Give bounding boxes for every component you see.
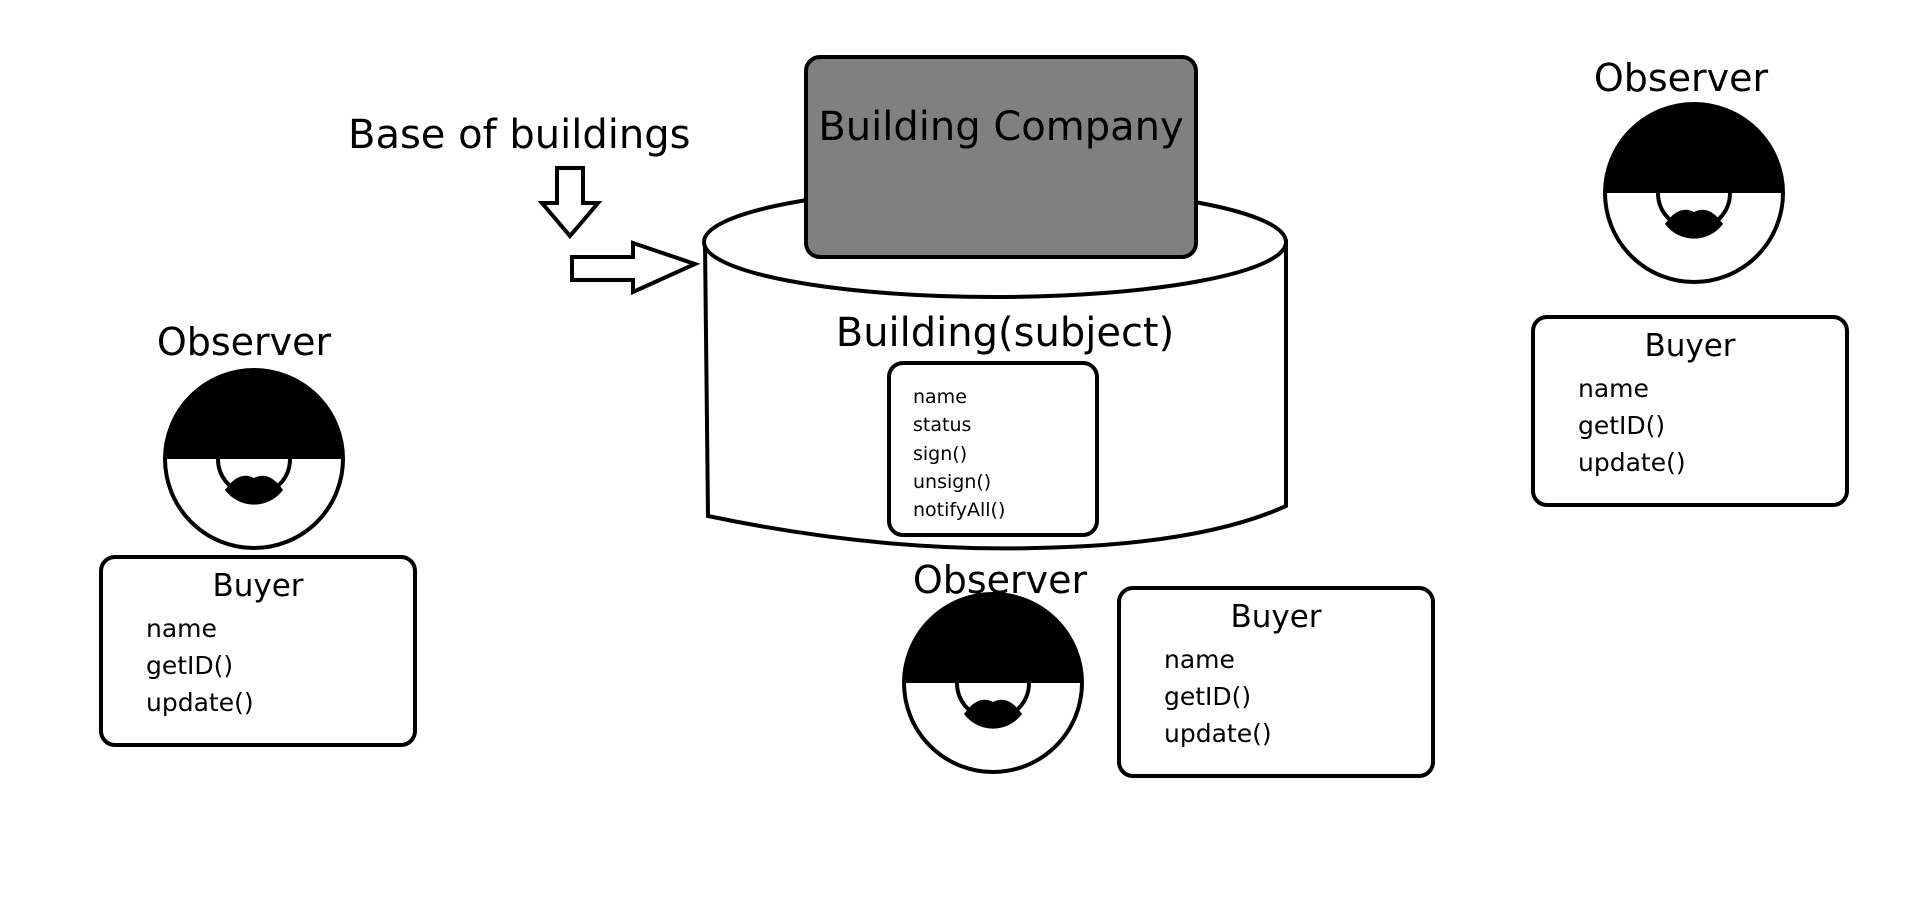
- eye-icon: [1603, 102, 1785, 284]
- buyer-member: name: [1164, 645, 1235, 674]
- eye-icon: [902, 592, 1084, 774]
- buyer-member: update(): [1578, 448, 1686, 477]
- buyer-box: [1531, 315, 1849, 507]
- subject-member: unsign(): [913, 471, 991, 493]
- subject-member: status: [913, 414, 971, 436]
- buyer-title: Buyer: [212, 568, 303, 604]
- eye-icon: [163, 368, 345, 550]
- buyer-member: name: [1578, 374, 1649, 403]
- observer-label: Observer: [157, 320, 332, 364]
- buyer-box: [99, 555, 417, 747]
- subject-member: name: [913, 386, 967, 408]
- buyer-box: [1117, 586, 1435, 778]
- observer-center: Observer Buyer name getID() update(): [902, 558, 1435, 778]
- subject-member: sign(): [913, 443, 967, 465]
- building-company-label: Building Company: [818, 104, 1183, 150]
- buyer-member: getID(): [1578, 411, 1665, 440]
- observer-right: Observer Buyer name getID() update(): [1531, 56, 1849, 507]
- buyer-member: update(): [1164, 719, 1272, 748]
- observer-left: Observer Buyer name getID() update(): [99, 320, 417, 747]
- buyer-title: Buyer: [1644, 328, 1735, 364]
- buyer-member: getID(): [1164, 682, 1251, 711]
- building-company-box: [804, 55, 1198, 259]
- subject-member: notifyAll(): [913, 499, 1005, 521]
- subject-title: Building(subject): [836, 310, 1174, 356]
- down-arrow-icon: [537, 166, 603, 240]
- buyer-member: getID(): [146, 651, 233, 680]
- observer-label: Observer: [1594, 56, 1769, 100]
- base-label: Base of buildings: [348, 112, 690, 158]
- buyer-member: name: [146, 614, 217, 643]
- buyer-member: update(): [146, 688, 254, 717]
- subject-members-box: [887, 361, 1099, 537]
- buyer-title: Buyer: [1230, 599, 1321, 635]
- right-arrow-icon: [570, 240, 701, 296]
